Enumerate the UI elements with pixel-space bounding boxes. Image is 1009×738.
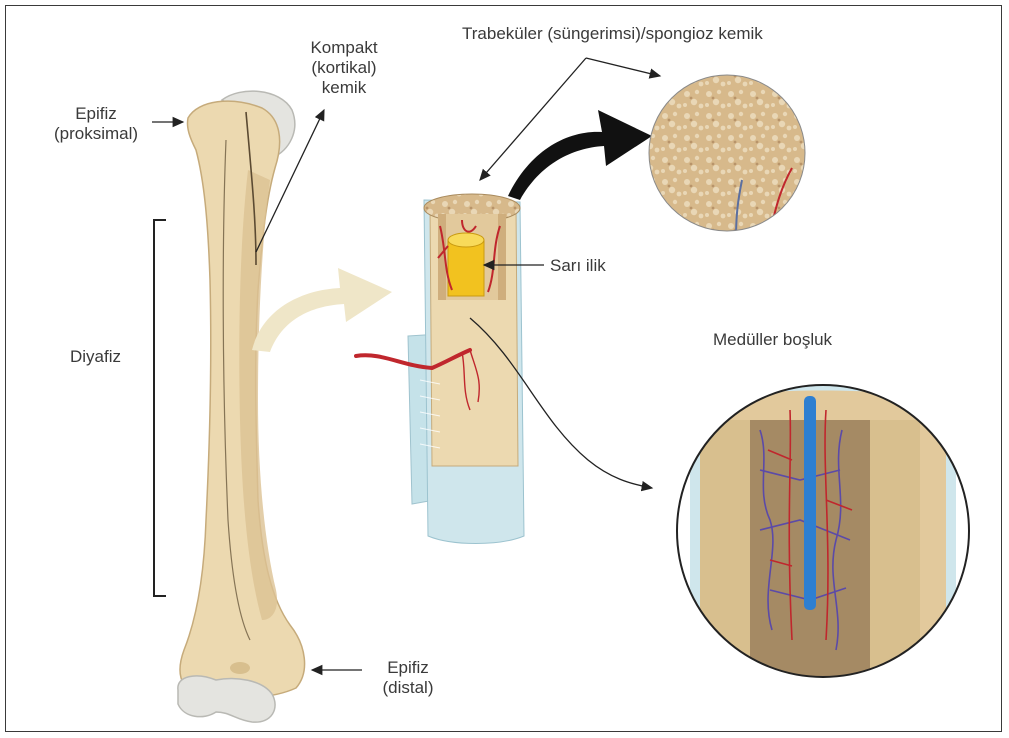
bone-cutaway (356, 194, 524, 544)
curved-arrow-icon (252, 268, 392, 352)
long-bone (178, 91, 305, 722)
label-yellow-marrow: Sarı ilik (550, 256, 606, 276)
diaphysis-bracket (154, 220, 166, 596)
label-diaphysis: Diyafiz (70, 347, 121, 367)
label-epiphysis-proximal: Epifiz (proksimal) (40, 104, 152, 144)
label-medullary-cavity: Medüller boşluk (713, 330, 832, 350)
label-compact-bone: Kompakt (kortikal) kemik (292, 38, 396, 98)
spongy-bone-zoom (649, 75, 805, 240)
label-trabecular-bone: Trabeküler (süngerimsi)/spongioz kemik (462, 24, 763, 44)
medullary-zoom (677, 381, 969, 701)
label-epiphysis-distal: Epifiz (distal) (366, 658, 450, 698)
yellow-marrow (448, 240, 484, 296)
central-vessel (804, 396, 816, 610)
